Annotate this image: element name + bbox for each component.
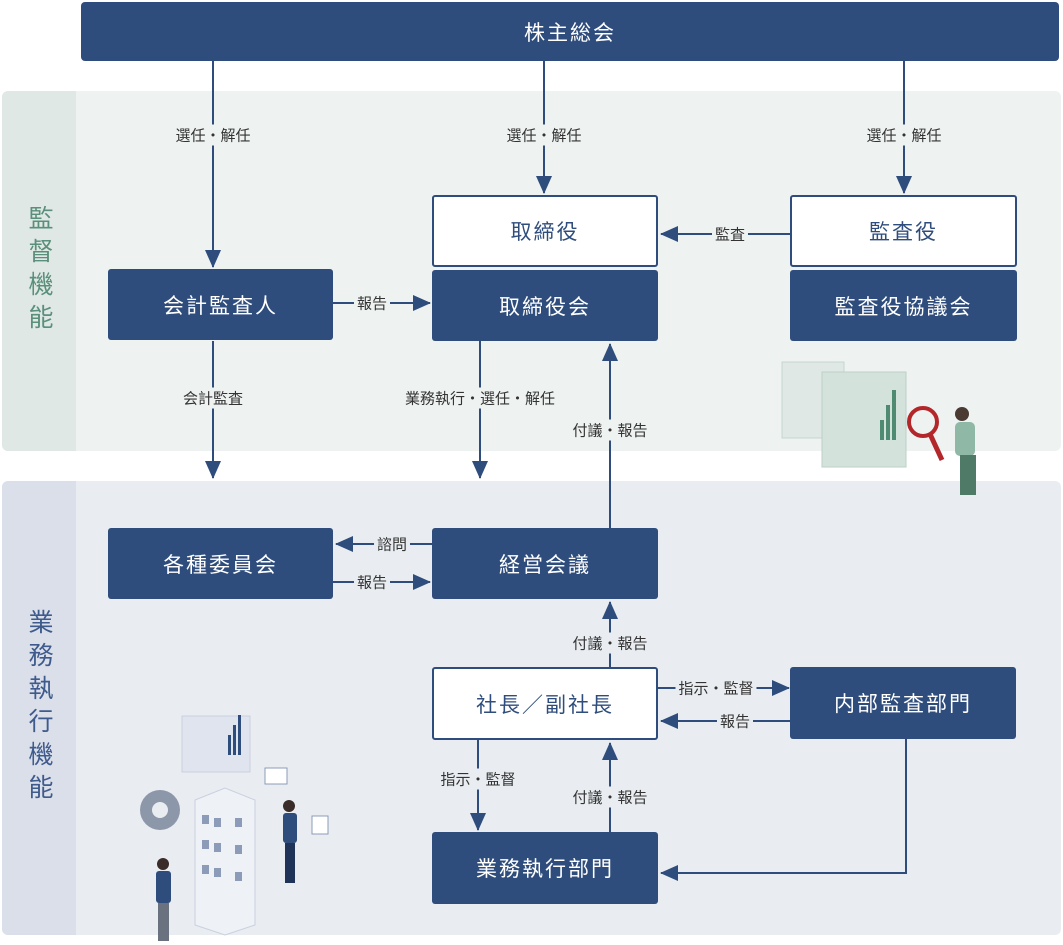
internal-audit-box: 内部監査部門 <box>790 667 1016 739</box>
auditors-box: 監査役 <box>790 195 1017 267</box>
execution-label: 業務執行機能 <box>25 609 54 807</box>
arrow-label: 選任・解任 <box>172 124 254 146</box>
arrow-label: 指示・監督 <box>675 677 757 699</box>
committees-box: 各種委員会 <box>108 528 333 599</box>
auditors-council-box: 監査役協議会 <box>790 270 1017 341</box>
illustration-analysis <box>781 361 976 495</box>
arrow-label: 会計監査 <box>179 387 247 409</box>
arrow-label: 報告 <box>353 571 391 593</box>
arrow-label: 選任・解任 <box>503 124 585 146</box>
arrow-label: 業務執行・選任・解任 <box>401 387 559 409</box>
arrow-label: 報告 <box>716 710 754 732</box>
arrow-label: 付議・報告 <box>569 632 651 654</box>
board-of-directors-box: 取締役会 <box>432 270 658 341</box>
directors-box: 取締役 <box>432 195 658 267</box>
management-meeting-box: 経営会議 <box>432 528 658 599</box>
arrow-label: 諮問 <box>373 533 411 555</box>
arrow-label: 報告 <box>353 292 391 314</box>
business-divisions-box: 業務執行部門 <box>432 832 658 904</box>
arrow-label: 付議・報告 <box>569 419 651 441</box>
president-box: 社長／副社長 <box>432 667 658 740</box>
arrow-label: 付議・報告 <box>569 786 651 808</box>
shareholders-meeting-box: 株主総会 <box>81 2 1059 61</box>
supervision-label: 監督機能 <box>25 205 54 337</box>
accounting-auditor-box: 会計監査人 <box>108 269 333 340</box>
arrow-label: 選任・解任 <box>863 124 945 146</box>
arrow-label: 監査 <box>711 223 749 245</box>
arrow-label: 指示・監督 <box>437 768 519 790</box>
illustration-office <box>140 715 329 941</box>
